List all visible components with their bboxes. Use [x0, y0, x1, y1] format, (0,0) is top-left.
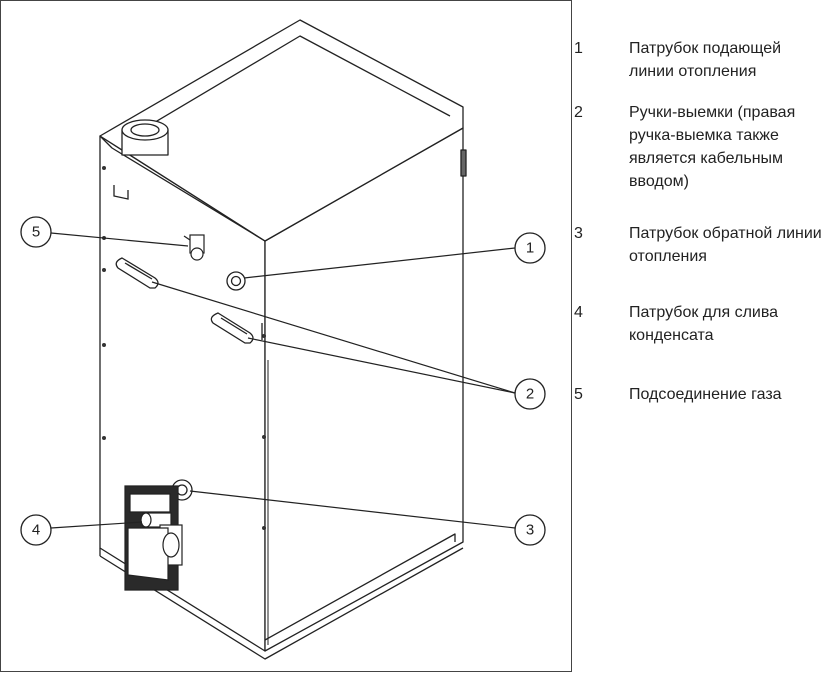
legend-number: 2 [574, 104, 583, 121]
callout-3-label: 3 [526, 522, 534, 539]
legend-text: Ручки-выемки (правая ручка-выемка также … [629, 104, 796, 190]
leader-1 [243, 247, 516, 279]
boiler-diagram: 1 2 3 4 5 [0, 0, 572, 672]
callout-5: 5 [20, 216, 52, 248]
boiler-base [264, 533, 456, 641]
legend: 1 Патрубок подающей линии отопления 2 Ру… [574, 0, 826, 675]
supply-flow-connector [226, 271, 246, 291]
handle-recess-right [210, 312, 254, 344]
callout-2-label: 2 [526, 386, 534, 403]
panel-screws [102, 166, 266, 530]
condensate-drain-area [124, 485, 183, 591]
callout-3: 3 [514, 514, 546, 546]
gas-connection [183, 234, 205, 261]
leader-2a [151, 281, 516, 394]
leader-2b [247, 337, 516, 394]
callout-4-label: 4 [32, 522, 40, 539]
handle-recess-left [115, 257, 159, 289]
cable-bracket [113, 185, 129, 200]
leader-lines [50, 232, 516, 529]
legend-text: Подсоединение газа [629, 386, 782, 403]
leader-5 [50, 232, 189, 247]
leader-4 [50, 521, 143, 529]
legend-number: 1 [574, 40, 583, 57]
legend-text: Патрубок для слива конденсата [629, 304, 779, 344]
legend-number: 4 [574, 304, 583, 321]
callout-1-label: 1 [526, 240, 534, 257]
legend-number: 5 [574, 386, 583, 403]
callout-4: 4 [20, 514, 52, 546]
diagram-frame [0, 0, 572, 672]
flue-connector [121, 119, 169, 156]
legend-text: Патрубок подающей линии отопления [629, 40, 782, 80]
leader-3 [189, 490, 516, 529]
callout-5-label: 5 [32, 224, 40, 241]
callout-2: 2 [514, 378, 546, 410]
legend-number: 3 [574, 225, 583, 242]
callout-1: 1 [514, 232, 546, 264]
legend-text: Патрубок обратной линии отопления [629, 225, 822, 265]
